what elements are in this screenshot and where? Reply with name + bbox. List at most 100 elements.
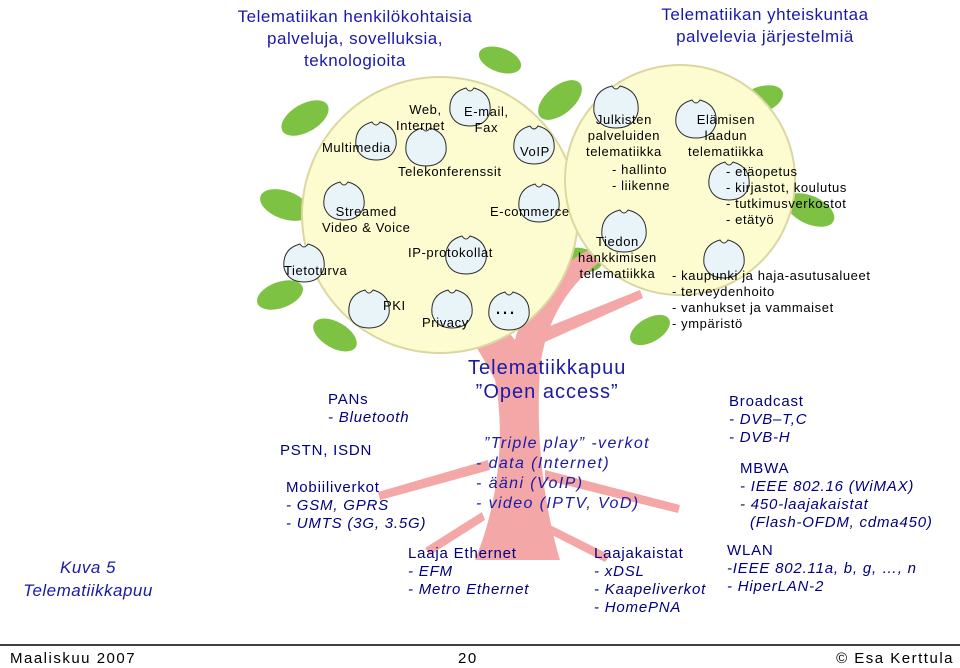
label-julkisten: Julkisten palveluiden telematiikka <box>586 112 662 160</box>
footer-copyright: © Esa Kerttula <box>836 650 954 667</box>
footer-page-number: 20 <box>458 650 478 667</box>
header-right-line: palvelevia järjestelmiä <box>676 27 854 46</box>
list-julkisten: - hallinto - liikenne <box>612 162 670 194</box>
figure-caption: Kuva 5 Telematiikkapuu <box>0 556 176 602</box>
roots-pans: PANs - Bluetooth <box>328 391 409 427</box>
label-streamed: Streamed Video & Voice <box>322 204 411 236</box>
label-pki: PKI <box>383 298 406 313</box>
label-line: Streamed <box>335 204 397 219</box>
root-heading: Broadcast <box>729 393 804 410</box>
list-item: - HiperLAN-2 <box>727 578 825 595</box>
apple <box>601 209 647 253</box>
apple <box>348 289 390 329</box>
diagram-subtitle: ”Open access” <box>475 381 619 403</box>
label-line: telematiikka <box>579 266 656 281</box>
apple <box>449 87 491 127</box>
label-line: laadun <box>704 128 748 143</box>
header-left-line: teknologioita <box>304 51 406 70</box>
label-line: palveluiden <box>587 128 661 143</box>
apple <box>405 127 447 167</box>
caption-line: Kuva 5 <box>60 558 116 577</box>
list-item: - IEEE 802.16 (WiMAX) <box>740 478 915 495</box>
roots-broadcast: Broadcast - DVB–T,C - DVB-H <box>729 393 807 447</box>
triple-play: ”Triple play” -verkot - data (Internet) … <box>476 434 650 514</box>
label-line: telematiikka <box>688 144 764 159</box>
label-elamisen: Elämisen laadun telematiikka <box>688 112 764 160</box>
list-tiedon: - kaupunki ja haja-asutusalueet - tervey… <box>672 268 871 332</box>
leaf <box>785 193 835 227</box>
diagram-title: Telematiikkapuu <box>468 357 627 379</box>
list-item: - kirjastot, koulutus <box>726 180 847 195</box>
list-item: - Kaapeliverkot <box>594 581 707 598</box>
list-item: (Flash-OFDM, cdma450) <box>750 514 933 531</box>
list-item: - vanhukset ja vammaiset <box>672 300 834 315</box>
leaf <box>630 314 670 346</box>
list-item: - EFM <box>408 563 453 580</box>
label-ip-protokollat: IP-protokollat <box>408 245 493 260</box>
label-tietoturva: Tietoturva <box>284 263 348 278</box>
label-line: Web, <box>409 102 442 117</box>
apple <box>518 183 560 223</box>
roots-mbwa: MBWA - IEEE 802.16 (WiMAX) - 450-laajaka… <box>740 460 933 532</box>
apple <box>445 235 487 275</box>
list-item: - HomePNA <box>594 599 682 616</box>
label-line: Fax <box>474 120 499 135</box>
list-item: - ympäristö <box>672 316 743 331</box>
header-left: Telematiikan henkilökohtaisia palveluja,… <box>195 6 515 72</box>
header-left-line: Telematiikan henkilökohtaisia <box>237 7 473 26</box>
root-heading: Laaja Ethernet <box>408 545 517 562</box>
list-item: - terveydenhoito <box>672 284 775 299</box>
center-title: Telematiikkapuu ”Open access” <box>468 356 626 404</box>
label-line: Julkisten <box>595 112 652 127</box>
root-heading: Mobiiliverkot <box>286 479 380 496</box>
list-item: - video (IPTV, VoD) <box>476 495 640 512</box>
label-line: Tiedon <box>595 234 639 249</box>
label-line: E-mail, <box>464 104 509 119</box>
list-item: - hallinto <box>612 162 668 177</box>
label-web-internet: Web, Internet <box>396 102 445 134</box>
label-line: Video & Voice <box>322 220 411 235</box>
list-item: - UMTS (3G, 3.5G) <box>286 515 427 532</box>
leaf <box>478 46 522 74</box>
header-right-line: Telematiikan yhteiskuntaa <box>661 5 869 24</box>
label-tiedon: Tiedon hankkimisen telematiikka <box>578 234 657 282</box>
list-item: -IEEE 802.11a, b, g, …, n <box>727 560 917 577</box>
list-item: - xDSL <box>594 563 645 580</box>
list-item: - Metro Ethernet <box>408 581 530 598</box>
apple <box>593 85 639 129</box>
roots-laaja-ethernet: Laaja Ethernet - EFM - Metro Ethernet <box>408 545 529 599</box>
caption-line: Telematiikkapuu <box>23 581 153 600</box>
list-item: - 450-laajakaistat <box>740 496 869 513</box>
list-item: - liikenne <box>612 178 671 193</box>
root-heading: WLAN <box>727 542 774 559</box>
apple <box>488 291 530 331</box>
list-item: - tutkimusverkostot <box>726 196 847 211</box>
apple <box>675 99 717 139</box>
label-telekonferenssit: Telekonferenssit <box>398 164 502 179</box>
apple <box>431 289 473 329</box>
list-item: - data (Internet) <box>476 455 611 472</box>
apple <box>708 161 750 201</box>
list-item: - etätyö <box>726 212 775 227</box>
root-heading: MBWA <box>740 460 790 477</box>
leaf <box>257 280 303 310</box>
label-email-fax: E-mail, Fax <box>464 104 509 136</box>
root-heading: PANs <box>328 391 369 408</box>
label-line: hankkimisen <box>578 250 657 265</box>
list-item: - ääni (VoIP) <box>476 475 584 492</box>
label-ecommerce: E-commerce <box>490 204 570 219</box>
list-item: - etäopetus <box>726 164 798 179</box>
list-item: - DVB–T,C <box>729 411 808 428</box>
label-line: telematiikka <box>586 144 662 159</box>
leaf <box>538 80 582 120</box>
leaf <box>313 318 357 352</box>
list-item: - GSM, GPRS <box>286 497 389 514</box>
label-ellipsis: … <box>494 294 516 319</box>
root-heading: Laajakaistat <box>594 545 684 562</box>
apple <box>513 125 555 165</box>
roots-wlan: WLAN -IEEE 802.11a, b, g, …, n - HiperLA… <box>727 542 917 596</box>
label-line: Internet <box>396 118 445 133</box>
list-item: - Bluetooth <box>328 409 410 426</box>
list-elamisen: - etäopetus - kirjastot, koulutus - tutk… <box>726 164 847 228</box>
